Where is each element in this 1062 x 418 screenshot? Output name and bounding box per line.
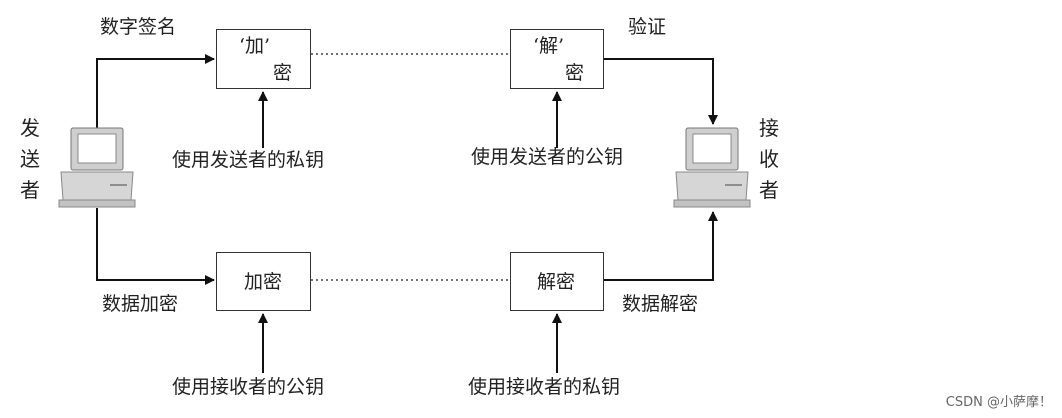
digital-signature-label: 数字签名 (100, 16, 177, 38)
sender-private-key-label: 使用发送者的私钥 (172, 149, 325, 171)
arrow-decrypt-to-receiver (604, 211, 718, 281)
arrow-verify-to-receiver (604, 58, 718, 125)
encrypt-box: 加密 (216, 252, 311, 311)
sender-label: 发 送 者 (20, 116, 40, 202)
watermark: CSDN @小萨摩！ (945, 395, 1052, 410)
decrypt-text: 解密 (537, 271, 576, 293)
sender-public-key-label: 使用发送者的公钥 (471, 146, 624, 168)
sign-decrypt-text-1: ‘解’ (533, 35, 565, 57)
encrypt-text: 加密 (244, 271, 283, 293)
receiver-private-key-label: 使用接收者的私钥 (468, 376, 621, 398)
arrow-sender-to-sign (96, 54, 215, 128)
receiver-label: 接 收 者 (759, 116, 779, 202)
verify-label: 验证 (628, 16, 667, 38)
sender-computer-icon (58, 127, 136, 208)
receiver-public-key-label: 使用接收者的公钥 (172, 376, 325, 398)
sign-encrypt-text-2: 密 (273, 62, 293, 84)
sign-decrypt-box: ‘解’ 密 (510, 29, 604, 89)
data-encrypt-label: 数据加密 (102, 293, 179, 315)
decrypt-box: 解密 (510, 252, 604, 311)
sign-encrypt-text-1: ‘加’ (239, 35, 271, 57)
sign-encrypt-box: ‘加’ 密 (216, 29, 311, 89)
sign-decrypt-text-2: 密 (565, 62, 585, 84)
receiver-computer-icon (673, 127, 751, 208)
data-decrypt-label: 数据解密 (622, 293, 699, 315)
arrow-sender-to-encrypt (96, 208, 215, 285)
